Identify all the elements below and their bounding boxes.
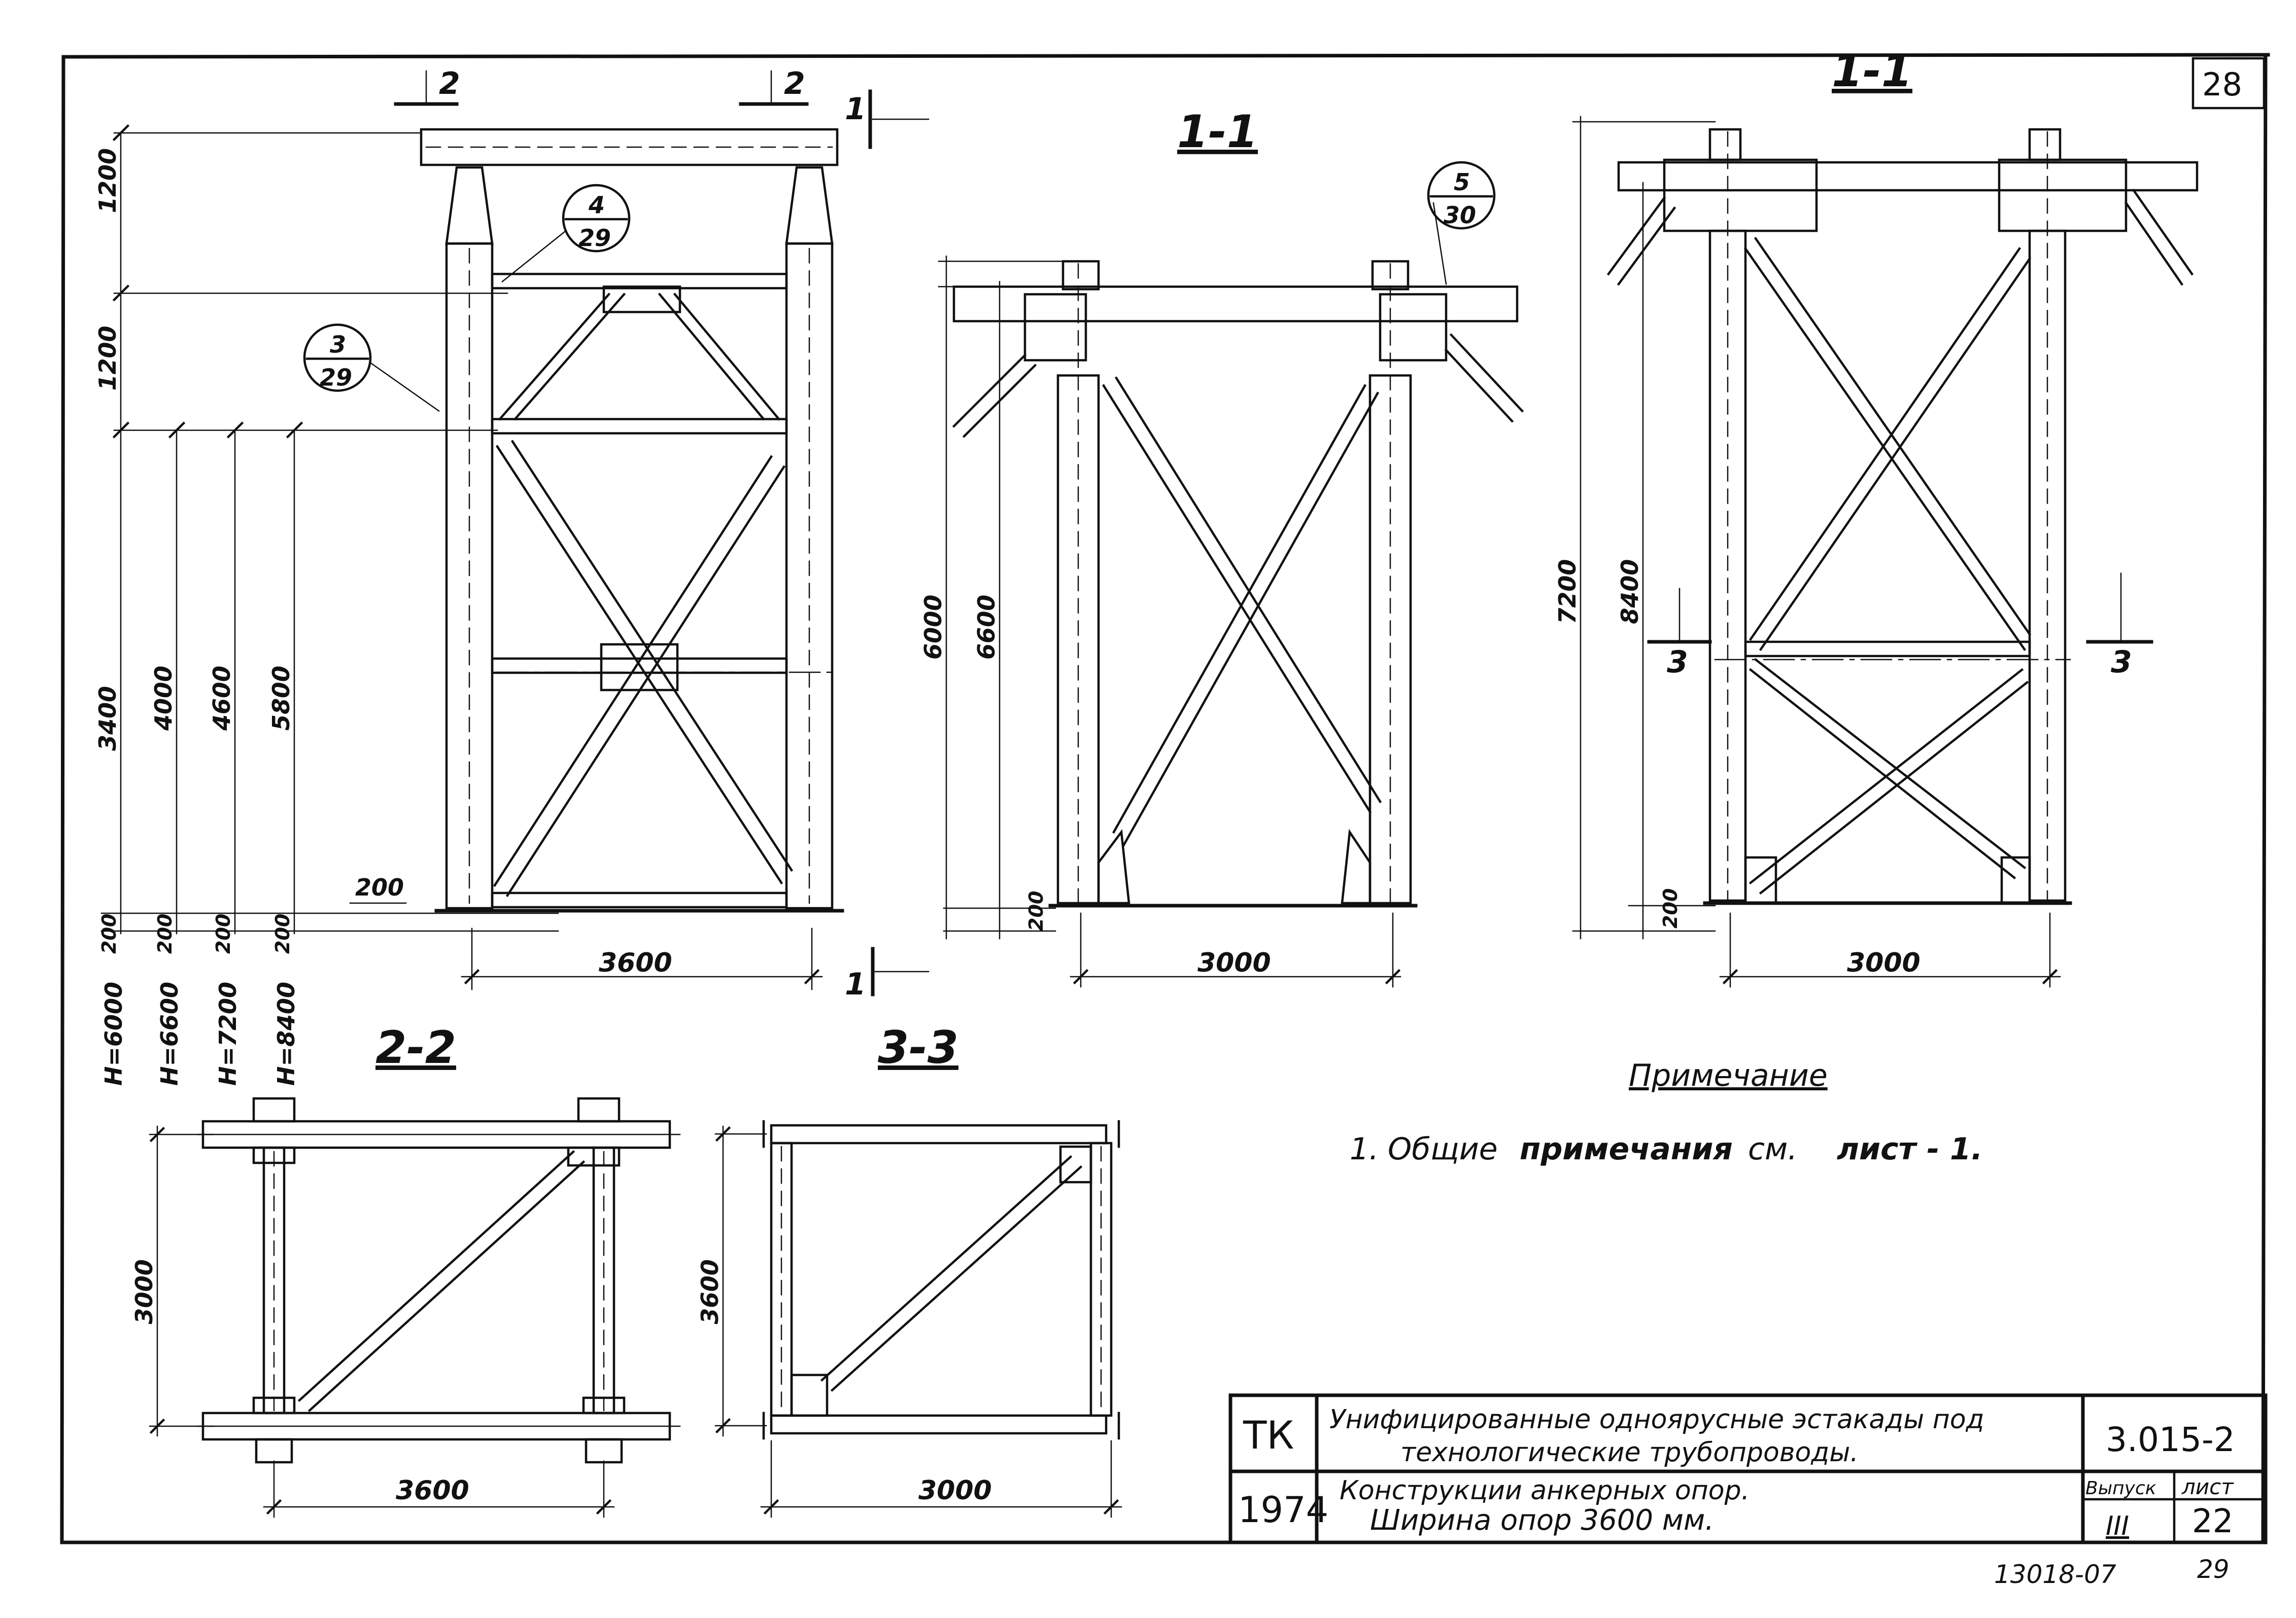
dim-200-mid: 200 bbox=[1025, 891, 1047, 931]
height-h7200: H=7200 bbox=[214, 982, 242, 1086]
dim-width-3600-main: 3600 bbox=[599, 948, 672, 978]
dim-1200-top: 1200 bbox=[94, 148, 121, 213]
dim-plan-3-3-vertical: 3600 bbox=[696, 1259, 724, 1324]
cut-label-2-right: 2 bbox=[784, 66, 805, 101]
dim-5800: 5800 bbox=[267, 666, 295, 731]
section-title-1-1-right: 1-1 bbox=[1832, 45, 1912, 97]
dim-width-3000-right: 3000 bbox=[1847, 948, 1921, 978]
series-number: 3.015-2 bbox=[2106, 1420, 2235, 1459]
dim-8400: 8400 bbox=[1616, 559, 1643, 624]
main-elevation-view bbox=[100, 70, 930, 996]
dim-3400: 3400 bbox=[94, 686, 121, 751]
dim-4600: 4600 bbox=[208, 666, 235, 731]
dim-6000: 6000 bbox=[919, 595, 947, 660]
sheet-value: 22 bbox=[2192, 1503, 2233, 1540]
title-org: ТК bbox=[1243, 1413, 1294, 1458]
title-line-1: Унифицированные одноярусные эстакады под bbox=[1329, 1404, 1984, 1435]
note-heading: Примечание bbox=[1629, 1058, 1828, 1093]
subtitle-line-1: Конструкции анкерных опор. bbox=[1340, 1475, 1750, 1506]
dim-plan-2-2-vertical: 3000 bbox=[130, 1259, 158, 1324]
dim-200-right: 200 bbox=[1659, 888, 1682, 928]
callout-3-num: 3 bbox=[330, 331, 346, 358]
plan-3-3-view bbox=[714, 1120, 1122, 1518]
dim-base-200-c: 200 bbox=[212, 914, 234, 954]
sheet-frame bbox=[60, 53, 2270, 1544]
dim-base-200-a: 200 bbox=[98, 914, 120, 954]
callout-5-den: 30 bbox=[1444, 201, 1476, 229]
dim-plan-2-2-horizontal: 3600 bbox=[396, 1475, 469, 1506]
dim-base-200-d: 200 bbox=[271, 914, 294, 954]
title-year: 1974 bbox=[1238, 1489, 1328, 1531]
section-title-3-3: 3-3 bbox=[878, 1021, 958, 1074]
issue-value: III bbox=[2106, 1511, 2129, 1541]
section-1-1-middle-view bbox=[938, 255, 1524, 988]
issue-label: Выпуск bbox=[2085, 1478, 2156, 1499]
callout-3-den: 29 bbox=[320, 364, 352, 391]
dim-base-200-e: 200 bbox=[355, 874, 404, 901]
dim-6600: 6600 bbox=[973, 595, 1000, 660]
cut-label-3-left: 3 bbox=[1667, 644, 1688, 680]
callout-4-29 bbox=[501, 184, 631, 283]
cut-label-2-left: 2 bbox=[439, 66, 460, 101]
height-h8400: H=8400 bbox=[272, 982, 300, 1086]
note-word-general: Общие bbox=[1388, 1131, 1498, 1167]
title-block bbox=[1228, 1393, 2268, 1544]
sheet-number-top: 28 bbox=[2202, 66, 2242, 103]
cut-label-3-right: 3 bbox=[2111, 644, 2132, 680]
height-h6000: H=6000 bbox=[100, 982, 127, 1086]
height-h6600: H=6600 bbox=[156, 982, 183, 1086]
note-word-see: см. bbox=[1748, 1131, 1797, 1167]
dim-width-3000-mid: 3000 bbox=[1197, 948, 1271, 978]
note-line-number: 1. bbox=[1350, 1131, 1379, 1167]
callout-5-30 bbox=[1427, 161, 1496, 285]
callout-3-29 bbox=[303, 323, 440, 412]
callout-4-num: 4 bbox=[588, 191, 605, 219]
section-1-1-right-view bbox=[1572, 116, 2199, 988]
dim-plan-3-3-horizontal: 3000 bbox=[918, 1475, 992, 1506]
dim-1200-mid: 1200 bbox=[94, 326, 121, 391]
note-word-notes: примечания bbox=[1520, 1131, 1733, 1167]
dim-7200: 7200 bbox=[1554, 559, 1581, 624]
dim-base-200-b: 200 bbox=[154, 914, 176, 954]
dim-4000: 4000 bbox=[150, 666, 177, 731]
section-title-2-2: 2-2 bbox=[375, 1021, 456, 1074]
callout-4-den: 29 bbox=[578, 224, 611, 252]
plan-2-2-view bbox=[149, 1097, 681, 1518]
bottom-code: 13018-07 bbox=[1994, 1560, 2116, 1589]
subtitle-line-2: Ширина опор 3600 мм. bbox=[1370, 1504, 1714, 1537]
section-title-1-1-middle: 1-1 bbox=[1177, 106, 1258, 158]
sheet-label: лист bbox=[2181, 1474, 2234, 1499]
note-word-sheet: лист - 1. bbox=[1837, 1131, 1983, 1167]
cut-label-1-bottom: 1 bbox=[845, 967, 866, 1002]
cut-label-1-top: 1 bbox=[845, 91, 866, 127]
callout-5-num: 5 bbox=[1454, 168, 1470, 196]
title-line-2: технологические трубопроводы. bbox=[1400, 1437, 1859, 1468]
bottom-page: 29 bbox=[2197, 1555, 2230, 1584]
